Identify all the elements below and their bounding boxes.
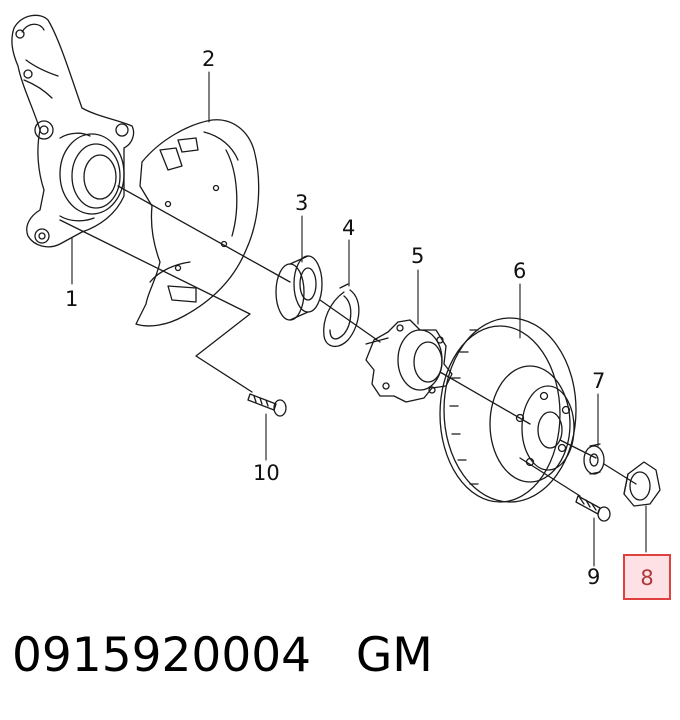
brand-name: GM bbox=[355, 628, 433, 683]
caption-spacer bbox=[311, 628, 356, 683]
disc-screw-part bbox=[575, 495, 611, 522]
callout-10: 10 bbox=[253, 461, 280, 485]
callout-8-highlight[interactable]: 8 bbox=[623, 554, 671, 600]
callout-9: 9 bbox=[587, 565, 601, 589]
callout-7: 7 bbox=[592, 369, 606, 393]
snap-ring-part bbox=[323, 283, 360, 347]
callout-3: 3 bbox=[295, 191, 309, 215]
callout-2: 2 bbox=[202, 47, 216, 71]
washer-part bbox=[583, 443, 605, 475]
wheel-bearing-part bbox=[275, 255, 323, 321]
splash-shield-part bbox=[135, 119, 260, 327]
callout-6: 6 bbox=[513, 259, 527, 283]
steering-knuckle-part bbox=[11, 14, 135, 248]
bolt-guide-line bbox=[59, 219, 253, 393]
shield-bolt-part bbox=[247, 393, 287, 417]
wheel-hub-part bbox=[365, 319, 453, 403]
callout-8: 8 bbox=[640, 566, 654, 590]
hub-nut-part bbox=[623, 461, 661, 507]
callout-1: 1 bbox=[65, 287, 79, 311]
leader-lines bbox=[71, 71, 647, 567]
center-axis-line bbox=[117, 185, 637, 485]
part-number: 0915920004 bbox=[12, 628, 312, 683]
part-caption: 0915920004 GM bbox=[12, 632, 433, 679]
screw-guide-line bbox=[519, 457, 581, 497]
callout-4: 4 bbox=[342, 216, 356, 240]
callout-5: 5 bbox=[411, 244, 425, 268]
brake-disc-part bbox=[439, 317, 577, 503]
